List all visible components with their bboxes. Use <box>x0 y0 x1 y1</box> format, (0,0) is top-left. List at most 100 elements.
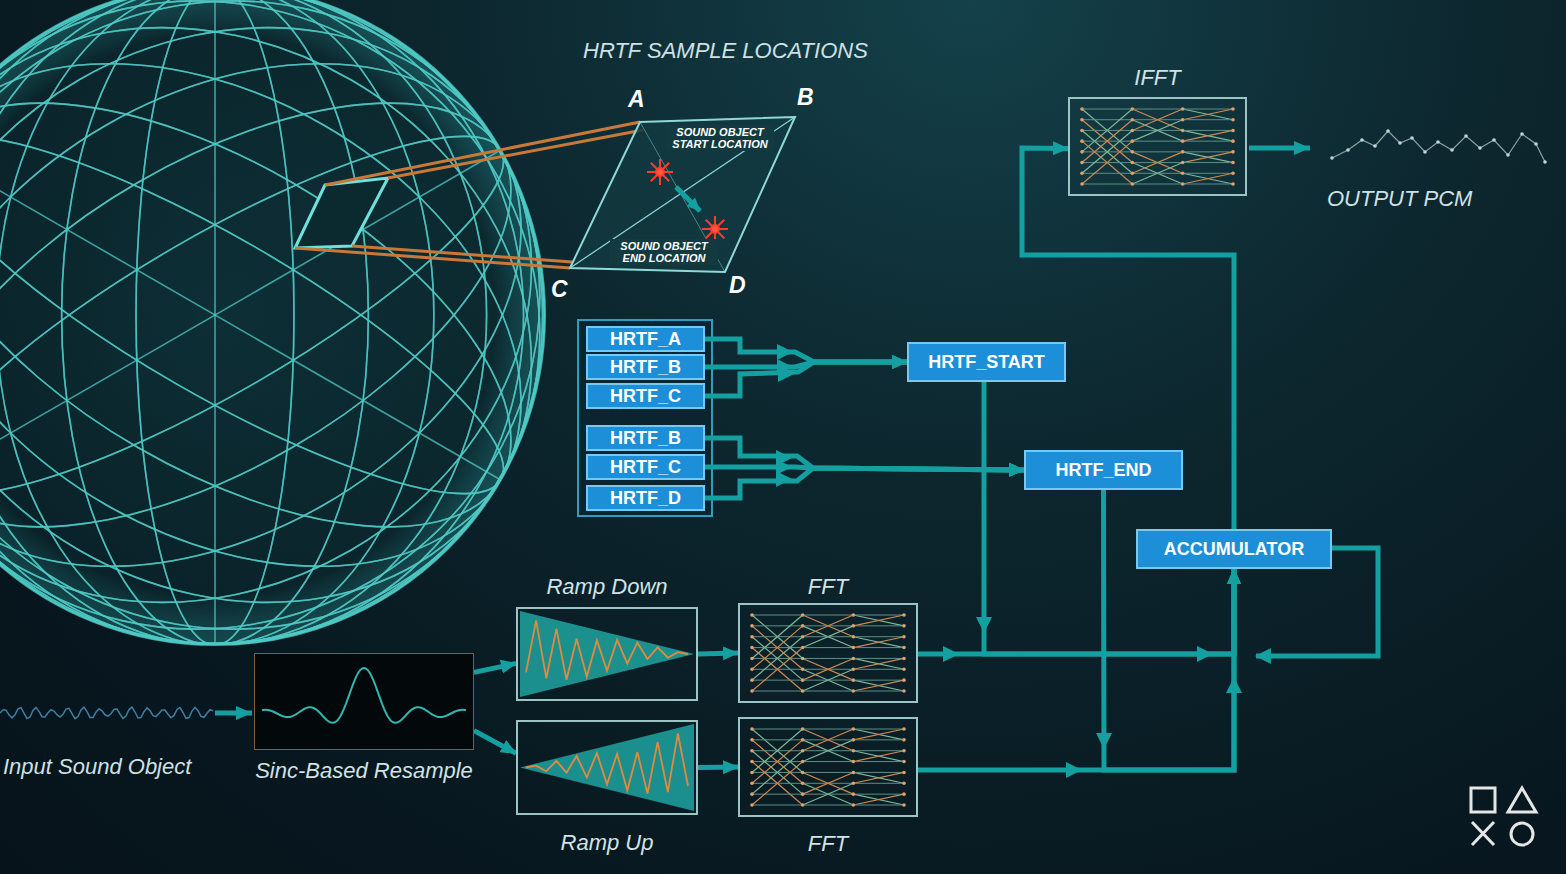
stroke <box>752 691 803 692</box>
stroke <box>853 691 904 692</box>
box-label: HRTF_C <box>610 457 681 478</box>
stroke <box>853 772 904 783</box>
stroke <box>1132 152 1182 173</box>
box-heading: FFT <box>808 831 848 857</box>
stroke <box>853 647 904 648</box>
butterfly-dot <box>1080 150 1084 154</box>
stroke <box>1082 120 1132 163</box>
corner-letter: A <box>628 86 645 113</box>
process-box: HRTF_C <box>586 383 705 409</box>
stroke <box>853 680 904 691</box>
stroke <box>1472 822 1494 845</box>
stroke <box>752 729 803 772</box>
stroke <box>752 794 803 795</box>
butterfly-dot <box>852 749 856 753</box>
stroke <box>803 740 854 762</box>
stroke <box>0 0 610 670</box>
sphere-rim <box>0 0 545 645</box>
butterfly-dot <box>902 646 906 650</box>
butterfly-dot <box>1131 107 1135 111</box>
butterfly-dot <box>902 738 906 742</box>
stroke <box>0 82 540 549</box>
stroke <box>752 751 803 794</box>
stroke <box>1183 173 1233 174</box>
stroke <box>1132 109 1182 110</box>
stroke <box>752 615 803 616</box>
box-label: HRTF_B <box>610 357 681 378</box>
box-heading: IFFT <box>1134 65 1180 91</box>
stroke <box>803 772 854 773</box>
stroke <box>853 772 904 783</box>
stroke <box>1511 823 1533 845</box>
stroke <box>853 739 904 740</box>
leader-line <box>325 122 640 185</box>
stroke <box>853 625 904 626</box>
sample-dot <box>1450 148 1454 152</box>
butterfly-dot <box>902 760 906 764</box>
butterfly-dot <box>750 792 754 796</box>
butterfly-dot <box>750 771 754 775</box>
butterfly-dot <box>801 771 805 775</box>
signal-connector <box>705 468 1024 498</box>
stroke <box>1183 109 1233 110</box>
stroke <box>214 0 216 645</box>
output-arrow <box>1249 146 1310 151</box>
butterfly-dot <box>801 646 805 650</box>
stroke <box>0 0 487 645</box>
stroke <box>853 794 904 795</box>
stroke <box>1132 120 1182 141</box>
stroke <box>0 150 501 480</box>
butterfly <box>750 727 906 807</box>
stroke <box>752 751 803 794</box>
butterfly-dot <box>801 689 805 693</box>
stroke <box>853 637 904 648</box>
stroke <box>803 761 854 762</box>
stroke <box>752 648 803 691</box>
sample-dot <box>1346 148 1350 152</box>
butterfly-dot <box>852 738 856 742</box>
butterfly-dot <box>902 771 906 775</box>
butterfly-dot <box>750 803 754 807</box>
box-heading: Ramp Down <box>546 574 667 600</box>
butterfly-dot <box>801 635 805 639</box>
butterfly-dot <box>750 678 754 682</box>
butterfly-dot <box>1131 139 1135 143</box>
corner-letter: C <box>551 276 568 303</box>
stroke <box>62 0 369 645</box>
caption-label: OUTPUT PCM <box>1327 186 1472 212</box>
butterfly-dot <box>902 667 906 671</box>
stroke <box>752 626 803 669</box>
sample-dot <box>1373 144 1377 148</box>
inlet-arrowhead <box>943 646 959 662</box>
butterfly-dot <box>852 792 856 796</box>
stroke <box>752 680 803 681</box>
stroke <box>1132 152 1182 173</box>
stroke <box>0 0 610 670</box>
stroke <box>0 82 540 549</box>
patch-diagonal <box>570 117 795 268</box>
stroke <box>1183 151 1233 152</box>
sample-dot <box>1423 150 1427 154</box>
butterfly-dot <box>750 635 754 639</box>
location-label: SOUND OBJECT END LOCATION <box>610 239 718 265</box>
butterfly-dot <box>801 667 805 671</box>
box-label: HRTF_B <box>610 428 681 449</box>
butterfly-dot <box>750 760 754 764</box>
inlet-arrowhead <box>1255 648 1271 664</box>
stroke <box>853 680 904 681</box>
butterfly-dot <box>1231 139 1235 143</box>
sample-dot <box>1534 142 1538 146</box>
location-label: SOUND OBJECT START LOCATION <box>666 125 774 151</box>
stroke <box>752 762 803 805</box>
stroke <box>1183 119 1233 120</box>
stroke <box>853 729 904 740</box>
signal-connector <box>984 382 1234 654</box>
stroke <box>853 729 904 740</box>
stroke <box>752 615 803 658</box>
butterfly-dot <box>1080 161 1084 165</box>
stroke <box>1082 109 1132 110</box>
butterfly-dot <box>852 689 856 693</box>
butterfly-dot <box>1131 129 1135 133</box>
butterfly-dot <box>1231 129 1235 133</box>
stroke <box>803 658 854 680</box>
